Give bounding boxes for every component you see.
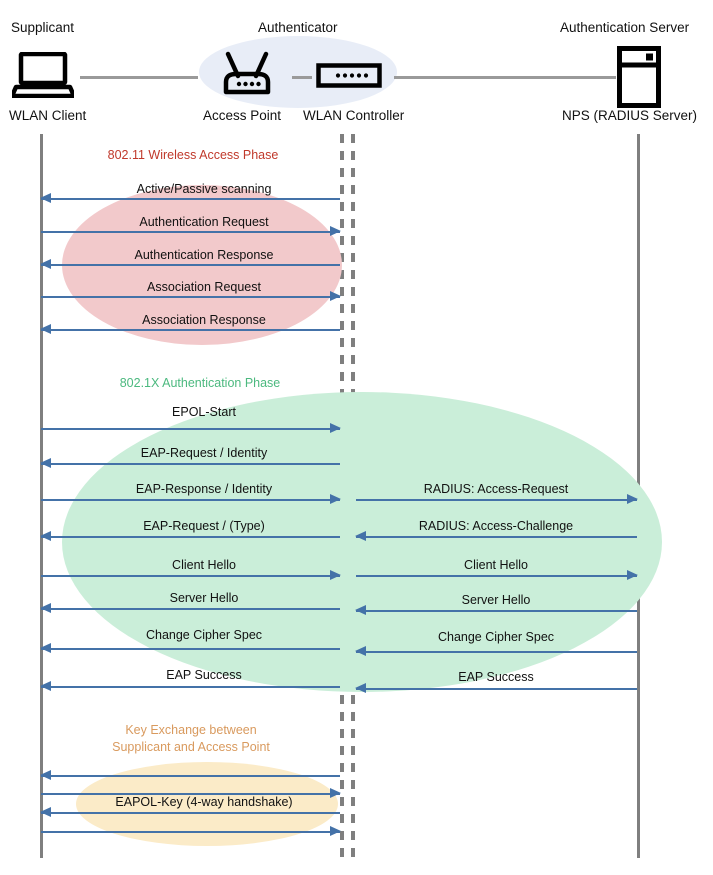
message-label: Active/Passive scanning [136,182,272,196]
message-label: Client Hello [464,558,528,572]
message-label: EPOL-Start [172,405,236,419]
actor-device-wlan-controller: WLAN Controller [303,108,405,123]
phase-label-wireless-access: 802.11 Wireless Access Phase [107,148,279,162]
message-label: RADIUS: Access-Challenge [418,519,574,533]
link-client-to-ap [80,76,198,79]
message-label: RADIUS: Access-Request [423,482,569,496]
actor-role-authenticator: Authenticator [258,20,338,35]
actor-device-nps-radius-server: NPS (RADIUS Server) [562,108,698,123]
message-label: EAP Success [166,668,242,682]
phase-label-dot1x: 802.1X Authentication Phase [119,376,281,390]
message-label: EAP Success [458,670,534,684]
message-label: Server Hello [461,593,531,607]
message-label: Change Cipher Spec [437,630,555,644]
message-label: Authentication Response [134,248,274,262]
link-controller-to-server [394,76,616,79]
actor-role-supplicant: Supplicant [11,20,75,35]
actor-device-wlan-client: WLAN Client [9,108,87,123]
message-label: Server Hello [169,591,239,605]
message-label: EAP-Request / Identity [140,446,268,460]
actor-role-authentication-server: Authentication Server [560,20,690,35]
phase-blob-dot1x [62,392,662,692]
message-label: Association Response [142,313,266,327]
access-point-icon [216,48,278,100]
message-label: EAPOL-Key (4-way handshake) [115,795,293,809]
message-label: EAP-Request / (Type) [143,519,265,533]
message-label: Association Request [147,280,261,294]
message-label: Authentication Request [139,215,269,229]
link-ap-to-controller [292,76,312,79]
phase-label-key-exchange: Key Exchange between Supplicant and Acce… [112,723,270,754]
authenticator-highlight-blob [199,36,397,108]
lifeline-supplicant [40,134,43,858]
message-label: EAP-Response / Identity [135,482,273,496]
actor-device-access-point: Access Point [203,108,282,123]
server-icon [617,46,661,108]
wlan-controller-icon [316,63,382,88]
laptop-icon [12,52,74,98]
message-label: Change Cipher Spec [145,628,263,642]
message-label: Client Hello [172,558,236,572]
